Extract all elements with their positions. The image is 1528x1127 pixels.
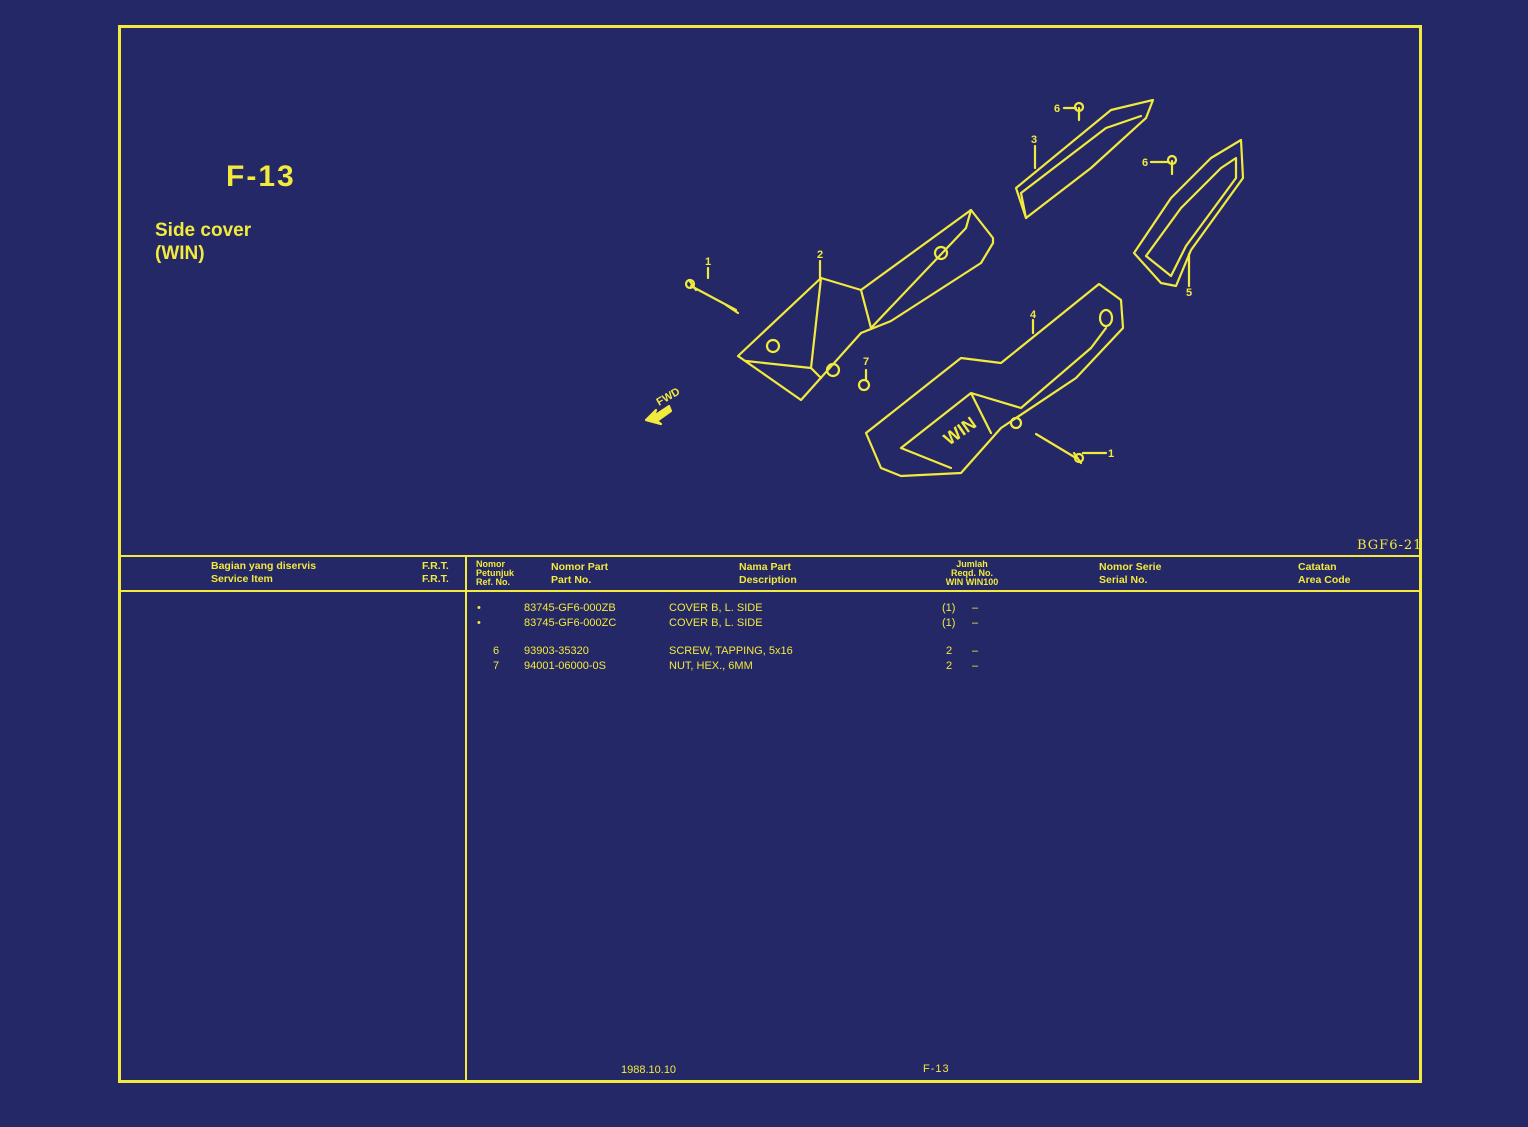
header-service-item: Bagian yang diservis Service Item <box>211 560 317 585</box>
table-column-divider <box>465 555 467 1083</box>
part-1-bolt-right-head <box>1075 454 1083 462</box>
row-qty-win: 2 <box>946 645 953 657</box>
emblem-text: WIN <box>940 413 980 449</box>
part-1-bolt-left <box>689 280 738 313</box>
callout-6-top: 6 <box>1054 103 1060 115</box>
row-part-no: 83745-GF6-000ZB <box>524 602 616 614</box>
row-qty-win100: – <box>972 645 979 657</box>
page-title-line2: (WIN) <box>155 243 205 264</box>
table-top-rule <box>121 555 1419 557</box>
footer-date: 1988.10.10 <box>621 1064 677 1076</box>
part-1-bolt-left-head <box>686 280 694 288</box>
part-2-side-cover <box>738 210 993 400</box>
callout-5: 5 <box>1186 287 1192 299</box>
row-qty-win: (1) <box>942 617 956 629</box>
part-3-cover-inner <box>1021 116 1141 218</box>
drawing-code: BGF6-21 <box>1357 538 1423 553</box>
callout-3: 3 <box>1031 134 1037 146</box>
row-qty-win100: – <box>972 660 979 672</box>
row-part-no: 83745-GF6-000ZC <box>524 617 617 629</box>
part-4-side-cover-inner <box>901 328 1106 468</box>
page-code: F-13 <box>226 160 296 193</box>
row-qty-win: (1) <box>942 602 956 614</box>
callout-2: 2 <box>817 249 823 261</box>
part-4-side-cover <box>866 284 1123 476</box>
fwd-arrow-icon <box>646 406 671 424</box>
header-qty: Jumlah Reqd. No. WIN WIN100 <box>945 559 999 587</box>
header-ref-no: Nomor Petunjuk Ref. No. <box>476 559 515 587</box>
callout-7: 7 <box>863 356 869 368</box>
leader-lines <box>708 108 1189 453</box>
row-part-no: 94001-06000-0S <box>524 660 606 672</box>
row-ref: • <box>477 602 481 614</box>
table-header-rule <box>121 590 1419 592</box>
part-2-grommet-a <box>767 340 779 352</box>
part-7-nut <box>859 380 869 390</box>
callout-1-left: 1 <box>705 256 711 268</box>
part-3-cover <box>1016 100 1153 218</box>
row-qty-win100: – <box>972 602 979 614</box>
row-description: NUT, HEX., 6MM <box>669 660 753 672</box>
part-4-hole <box>1100 310 1112 326</box>
page-title: Side cover (WIN) <box>155 219 251 265</box>
exploded-parts-diagram: 1 2 3 4 5 6 6 7 1 FWD WIN <box>121 28 1419 558</box>
row-ref: 7 <box>493 660 500 672</box>
part-6-screw-right-head <box>1168 156 1176 164</box>
row-description: COVER B, L. SIDE <box>669 617 763 629</box>
callout-1-right: 1 <box>1108 448 1114 460</box>
part-2-grommet-b <box>827 364 839 376</box>
part-5-cover <box>1134 140 1243 286</box>
parts-catalog-sheet: F-13 Side cover (WIN) <box>118 25 1422 1083</box>
callout-6-right: 6 <box>1142 157 1148 169</box>
header-serial-no: Nomor Serie Serial No. <box>1099 561 1162 586</box>
row-description: COVER B, L. SIDE <box>669 602 763 614</box>
row-ref: • <box>477 617 481 629</box>
row-qty-win: 2 <box>946 660 953 672</box>
header-part-no: Nomor Part Part No. <box>551 561 609 586</box>
part-4-grommet <box>1011 418 1021 428</box>
row-part-no: 93903-35320 <box>524 645 589 657</box>
part-2-side-cover-inner <box>746 210 971 378</box>
part-2-grommet-c <box>935 247 947 259</box>
callout-4: 4 <box>1030 309 1037 321</box>
row-qty-win100: – <box>972 617 979 629</box>
footer-page-code: F-13 <box>923 1063 950 1075</box>
row-ref: 6 <box>493 645 500 657</box>
row-description: SCREW, TAPPING, 5x16 <box>669 645 793 657</box>
header-frt: F.R.T. F.R.T. <box>422 560 449 585</box>
part-5-cover-inner <box>1146 158 1236 276</box>
header-area-code: Catatan Area Code <box>1298 561 1351 586</box>
page-title-line1: Side cover <box>155 220 252 241</box>
header-description: Nama Part Description <box>739 561 797 586</box>
